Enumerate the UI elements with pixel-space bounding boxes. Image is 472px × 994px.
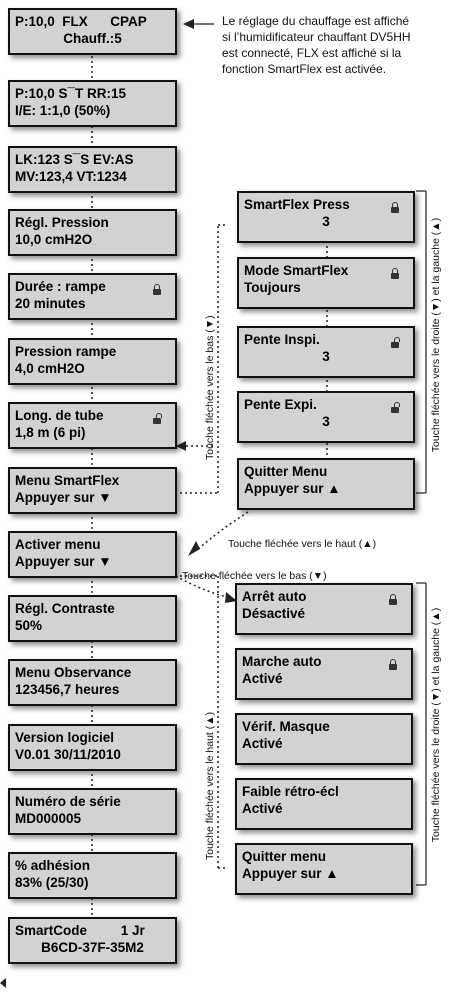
menu-screen-box: Durée : rampe 20 minutes bbox=[8, 273, 177, 320]
up-arrow-key-label: Touche fléchée vers le haut (▲) bbox=[228, 538, 377, 550]
menu-screen-line2: 20 minutes bbox=[15, 296, 86, 311]
menu-screen-line1: Mode SmartFlex bbox=[244, 263, 349, 278]
menu-screen-line2: Appuyer sur ▼ bbox=[15, 490, 112, 505]
menu-screen-box: LK:123 S¯S EV:AS MV:123,4 VT:1234 bbox=[8, 146, 177, 193]
right-left-arrow-key-label: Touche fléchée vers le droite (▼) et la … bbox=[430, 217, 442, 453]
menu-screen-line2: Appuyer sur ▲ bbox=[242, 866, 339, 881]
menu-screen-line1: Vérif. Masque bbox=[242, 719, 330, 734]
menu-screen-line1: Menu Observance bbox=[15, 665, 132, 680]
menu-screen-box: Long. de tube 1,8 m (6 pi) bbox=[8, 402, 177, 449]
menu-screen-line1: P:10,0 FLX CPAP bbox=[15, 14, 147, 29]
menu-screen-line1: Menu SmartFlex bbox=[15, 473, 120, 488]
menu-screen-box: Pente Inspi.3 bbox=[237, 326, 415, 378]
menu-screen-box: Régl. Pression 10,0 cmH2O bbox=[8, 209, 177, 256]
menu-screen-line1: Durée : rampe bbox=[15, 279, 106, 294]
unlock-icon bbox=[391, 402, 400, 413]
menu-screen-line2: Toujours bbox=[244, 280, 301, 295]
menu-screen-line1: Long. de tube bbox=[15, 408, 104, 423]
menu-screen-line1: Marche auto bbox=[242, 654, 322, 669]
menu-screen-line2: 3 bbox=[322, 214, 330, 229]
menu-screen-line1: Activer menu bbox=[15, 537, 101, 552]
menu-screen-line1: Pression rampe bbox=[15, 344, 117, 359]
menu-screen-box: P:10,0 FLX CPAP Chauff.:5 bbox=[8, 8, 177, 55]
menu-screen-line1: Pente Inspi. bbox=[244, 332, 320, 347]
menu-screen-line2: Activé bbox=[242, 736, 283, 751]
menu-screen-line1: % adhésion bbox=[15, 858, 91, 873]
heater-note-line: fonction SmartFlex est activée. bbox=[222, 62, 387, 76]
menu-screen-line1: Arrêt auto bbox=[242, 589, 307, 604]
menu-screen-line2: 1,8 m (6 pi) bbox=[15, 425, 86, 440]
lock-icon bbox=[391, 202, 399, 213]
heater-note-line: si l’humidificateur chauffant DV5HH bbox=[222, 30, 411, 44]
lock-icon bbox=[389, 594, 397, 605]
menu-screen-line1: LK:123 S¯S EV:AS bbox=[15, 152, 134, 167]
menu-screen-line2: Désactivé bbox=[242, 606, 306, 621]
menu-screen-line1: Quitter Menu bbox=[244, 464, 328, 479]
unlock-icon bbox=[153, 413, 162, 424]
down-arrow-key-label: Touche fléchée vers le bas (▼) bbox=[204, 315, 216, 460]
menu-screen-line2: Appuyer sur ▲ bbox=[244, 481, 341, 496]
menu-screen-box: SmartCode 1 Jr B6CD-37F-35M2 bbox=[8, 917, 177, 964]
menu-screen-line2: MV:123,4 VT:1234 bbox=[15, 169, 127, 184]
menu-screen-line2: I/E: 1:1,0 (50%) bbox=[15, 103, 111, 118]
menu-screen-box: Pression rampe 4,0 cmH2O bbox=[8, 338, 177, 385]
menu-screen-line1: Quitter menu bbox=[242, 849, 327, 864]
heater-note-line: est connecté, FLX est affiché si la bbox=[222, 46, 402, 60]
menu-screen-line1: Numéro de série bbox=[15, 794, 121, 809]
menu-screen-line2: V0.01 30/11/2010 bbox=[15, 747, 121, 762]
lock-icon bbox=[389, 659, 397, 670]
menu-screen-line2: 83% (25/30) bbox=[15, 875, 89, 890]
lock-icon bbox=[153, 284, 161, 295]
menu-screen-line1: Régl. Pression bbox=[15, 215, 109, 230]
menu-screen-line1: Pente Expi. bbox=[244, 397, 317, 412]
up-arrow-key-vertical-label: Touche fléchée vers le haut (▲) bbox=[204, 711, 216, 860]
heater-note-line: Le réglage du chauffage est affiché bbox=[222, 14, 410, 28]
menu-screen-line1: SmartFlex Press bbox=[244, 197, 350, 212]
menu-screen-line1: Version logiciel bbox=[15, 730, 115, 745]
menu-screen-line1: Régl. Contraste bbox=[15, 601, 115, 616]
menu-screen-line2: 3 bbox=[322, 349, 330, 364]
menu-screen-line2: B6CD-37F-35M2 bbox=[41, 940, 144, 955]
menu-screen-line2: Appuyer sur ▼ bbox=[15, 554, 112, 569]
menu-screen-line2: 10,0 cmH2O bbox=[15, 232, 93, 247]
down-arrow-key-label-2: Touche fléchée vers le bas (▼) bbox=[182, 570, 327, 582]
menu-screen-line1: Faible rétro-écl bbox=[242, 784, 339, 799]
menu-screen-line2: Chauff.:5 bbox=[63, 31, 122, 46]
menu-screen-box: % adhésion 83% (25/30) bbox=[8, 852, 177, 899]
menu-screen-line2: Activé bbox=[242, 801, 283, 816]
menu-screen-box: SmartFlex Press 3 bbox=[237, 191, 415, 243]
menu-screen-box: Menu Observance 123456,7 heures bbox=[8, 659, 177, 706]
menu-screen-box: Pente Expi. 3 bbox=[237, 391, 415, 443]
unlock-icon bbox=[391, 337, 400, 348]
menu-screen-box: Régl. Contraste 50% bbox=[8, 595, 177, 642]
heater-note: Le réglage du chauffage est affiché si l… bbox=[222, 13, 411, 77]
menu-screen-line1: SmartCode 1 Jr bbox=[15, 923, 145, 938]
right-left-arrow-key-label-2: Touche fléchée vers le droite (▼) et la … bbox=[430, 607, 442, 843]
menu-screen-line2: 3 bbox=[322, 414, 330, 429]
menu-screen-line2: 123456,7 heures bbox=[15, 682, 120, 697]
lock-icon bbox=[391, 268, 399, 279]
menu-screen-line2: Activé bbox=[242, 671, 283, 686]
menu-screen-line2: MD000005 bbox=[15, 811, 82, 826]
menu-screen-line2: 4,0 cmH2O bbox=[15, 361, 85, 376]
menu-screen-line1: P:10,0 S¯T RR:15 bbox=[15, 86, 126, 101]
menu-screen-line2: 50% bbox=[15, 618, 43, 633]
